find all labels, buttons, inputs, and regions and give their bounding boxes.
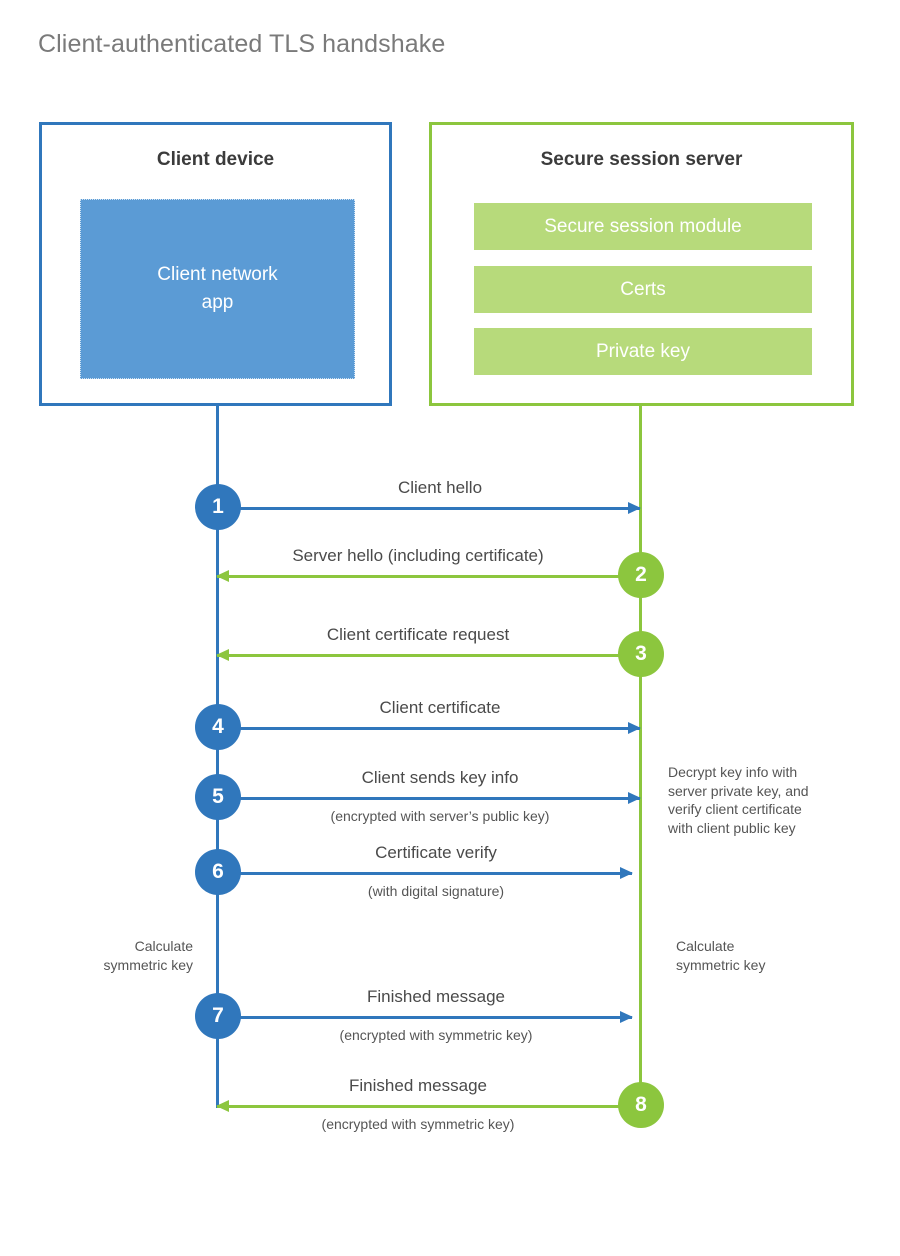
arrow-head-right-icon xyxy=(628,792,641,804)
arrow-shaft xyxy=(240,872,632,875)
message-label-step-6: Certificate verify xyxy=(375,843,497,862)
step-number-6: 6 xyxy=(212,860,224,883)
step-marker-3: 3 xyxy=(618,631,664,677)
page-title: Client-authenticated TLS handshake xyxy=(38,30,446,58)
step-number-4: 4 xyxy=(212,715,224,738)
server-component-secure-session-module: Secure session module xyxy=(474,203,812,250)
step-marker-7: 7 xyxy=(195,993,241,1039)
arrow-head-right-icon xyxy=(628,502,641,514)
step-number-5: 5 xyxy=(212,785,224,808)
step-marker-8: 8 xyxy=(618,1082,664,1128)
message-label-step-3: Client certificate request xyxy=(326,625,510,644)
arrow-head-left-icon xyxy=(216,1100,229,1112)
arrow-shaft xyxy=(217,654,619,657)
annotation-client-calculate-symmetric-key: Calculate symmetric key xyxy=(103,938,193,973)
client-device-box: Client device Client network app xyxy=(39,122,392,406)
step-number-8: 8 xyxy=(635,1093,647,1116)
step-marker-2: 2 xyxy=(618,552,664,598)
arrow-head-right-icon xyxy=(620,867,633,879)
arrow-shaft xyxy=(217,575,619,578)
annotation-server-decrypt: Decrypt key info with server private key… xyxy=(668,764,809,836)
server-component-private-key: Private key xyxy=(474,328,812,375)
message-sublabel-step-7: (encrypted with symmetric key) xyxy=(339,1027,533,1043)
step-number-7: 7 xyxy=(212,1004,224,1027)
annotation-server-calculate-symmetric-key: Calculate symmetric key xyxy=(676,938,766,973)
arrow-shaft xyxy=(240,1016,632,1019)
step-number-1: 1 xyxy=(212,495,224,518)
message-label-step-1: Client hello xyxy=(397,478,483,497)
message-label-step-2: Server hello (including certificate) xyxy=(292,546,544,565)
secure-session-server-title: Secure session server xyxy=(540,149,743,170)
secure-session-server-box: Secure session server Secure session mod… xyxy=(429,122,854,406)
arrow-head-right-icon xyxy=(628,722,641,734)
arrow-head-right-icon xyxy=(620,1011,633,1023)
arrow-shaft xyxy=(240,727,640,730)
step-marker-6: 6 xyxy=(195,849,241,895)
server-lifeline xyxy=(639,405,642,1107)
arrow-shaft xyxy=(240,797,640,800)
message-label-step-5: Client sends key info xyxy=(361,768,519,787)
step-number-3: 3 xyxy=(635,642,647,665)
step-marker-1: 1 xyxy=(195,484,241,530)
arrow-head-left-icon xyxy=(216,570,229,582)
arrow-head-left-icon xyxy=(216,649,229,661)
step-number-2: 2 xyxy=(635,563,647,586)
client-device-title: Client device xyxy=(156,149,275,170)
server-component-certs: Certs xyxy=(474,266,812,313)
step-marker-5: 5 xyxy=(195,774,241,820)
message-sublabel-step-5: (encrypted with server’s public key) xyxy=(330,808,550,824)
arrow-shaft xyxy=(217,1105,619,1108)
client-network-app-block: Client network app xyxy=(80,199,355,379)
message-label-step-7: Finished message xyxy=(367,987,505,1006)
step-marker-4: 4 xyxy=(195,704,241,750)
arrow-shaft xyxy=(240,507,640,510)
message-sublabel-step-8: (encrypted with symmetric key) xyxy=(321,1116,515,1132)
message-label-step-4: Client certificate xyxy=(379,698,501,717)
message-label-step-8: Finished message xyxy=(349,1076,487,1095)
message-sublabel-step-6: (with digital signature) xyxy=(367,883,505,899)
client-lifeline xyxy=(216,405,219,1108)
